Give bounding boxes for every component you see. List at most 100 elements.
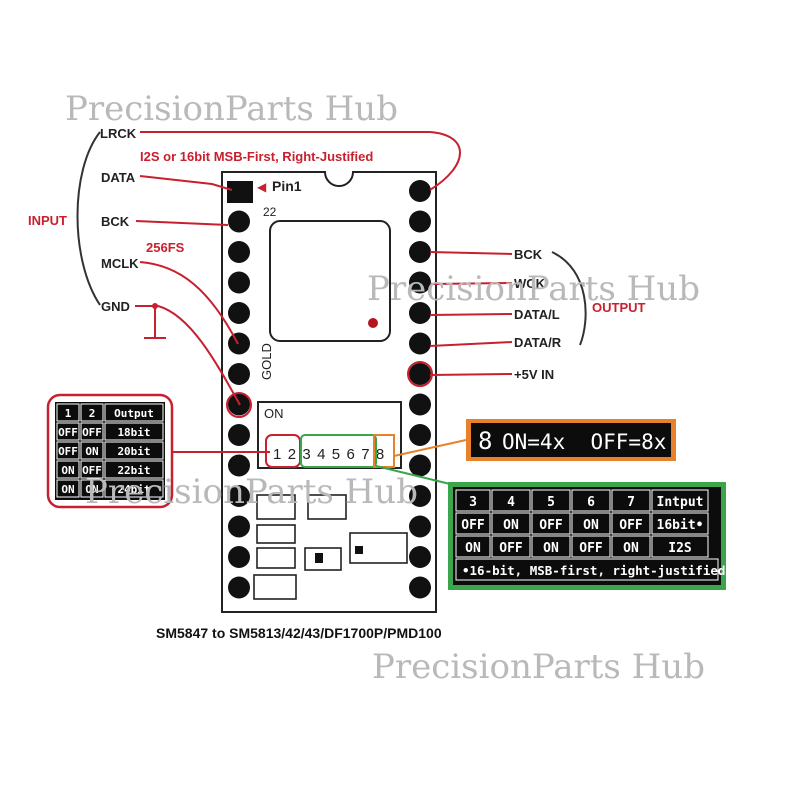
bit-table-cell [80, 460, 104, 479]
oversample-note: 8 ON=4x OFF=8x [393, 419, 676, 461]
lrck-wire [140, 131, 461, 191]
input-table-cell [531, 489, 571, 512]
smd-part-3 [256, 524, 296, 544]
pin1-square [227, 181, 253, 203]
dip-number: 4 [317, 446, 325, 463]
bit-table-text: OFF [58, 445, 78, 458]
pin-hole [409, 332, 431, 355]
bit-table-text: 24bit [117, 483, 150, 496]
out-data-r-wire [429, 341, 513, 347]
format-note: I2S or 16bit MSB-First, Right-Justified [140, 149, 373, 164]
pin-hole [409, 515, 431, 538]
input-table-text: OFF [461, 518, 485, 533]
input-table-cell [455, 512, 491, 535]
smd-part-9 [355, 546, 363, 554]
bit-table-text: ON [61, 483, 74, 496]
gnd-label: GND [101, 299, 130, 314]
bit-table-text: ON [61, 464, 74, 477]
watermark-4: PrecisionParts Hub [372, 647, 705, 687]
output-wiring [429, 251, 587, 376]
vin-label: +5V IN [514, 367, 554, 382]
bit-table-text: 18bit [117, 426, 150, 439]
pin1-label: Pin1 [272, 178, 302, 194]
watermark-1: PrecisionParts Hub [65, 89, 398, 129]
input-table-text: OFF [539, 518, 563, 533]
input-table-text: 7 [627, 495, 635, 510]
bit-table-cell [56, 403, 80, 422]
bit-table-bg [55, 402, 165, 500]
input-table-cell [651, 512, 709, 535]
pin-hole [228, 485, 250, 507]
input-table-text: 16bit• [657, 518, 704, 533]
dip-on-label: ON [264, 406, 284, 421]
smd-part-4 [256, 547, 296, 569]
out-wck-label: WCK [514, 276, 546, 291]
board-number-22: 22 [263, 205, 277, 219]
bit-table-cell [80, 479, 104, 498]
pin-hole [409, 576, 431, 599]
input-table-cell [651, 535, 709, 558]
watermark-2: PrecisionParts Hub [367, 269, 700, 309]
bit-table-cell [104, 403, 164, 422]
bit-table-cell [104, 479, 164, 498]
input-table-text: ON [543, 541, 559, 556]
bit-table-cell [56, 441, 80, 460]
input-table-text: 5 [547, 495, 555, 510]
bit-table-cell [80, 441, 104, 460]
input-table-text: 6 [587, 495, 595, 510]
pin-hole [228, 454, 250, 477]
input-table-text: OFF [499, 541, 523, 556]
vin-wire [429, 373, 513, 376]
pin-hole [409, 424, 431, 446]
pin-hole [228, 363, 250, 385]
dip-number: 2 [288, 446, 296, 463]
input-table-footnote: •16-bit, MSB-first, right-justified [462, 563, 725, 578]
lrck-label: LRCK [100, 126, 137, 141]
gold-label: GOLD [259, 343, 274, 380]
pin-hole [409, 546, 431, 568]
pin-hole [228, 576, 250, 599]
input-table-text: ON [465, 541, 481, 556]
oversample-text: ON=4x OFF=8x [502, 430, 666, 454]
dip-number: 3 [302, 446, 310, 463]
input-table-text: ON [503, 518, 519, 533]
input-table-cell [611, 535, 651, 558]
caption: SM5847 to SM5813/42/43/DF1700P/PMD100 [156, 625, 442, 641]
input-table-text: 3 [469, 495, 477, 510]
input-table-cell [571, 535, 611, 558]
input-table-cell [651, 489, 709, 512]
smd-part-1 [256, 494, 296, 520]
out-bck-label: BCK [514, 247, 543, 262]
smd-part-2 [307, 494, 347, 520]
bit-table-text: 1 [65, 407, 72, 420]
dip-number: 6 [347, 446, 355, 463]
left-pin-column [226, 210, 252, 599]
input-table-text: I2S [668, 541, 692, 556]
dip-highlight-input [300, 434, 377, 468]
pin-hole [228, 515, 250, 538]
input-group-label: INPUT [28, 213, 67, 228]
bit-table-cell [104, 422, 164, 441]
dip-number: 1 [273, 446, 281, 463]
out-wck-wire [429, 282, 513, 285]
pin-hole [228, 546, 250, 568]
ic-chip [269, 220, 391, 342]
input-table-cell [611, 512, 651, 535]
pin-hole [228, 302, 250, 324]
pin-hole [409, 363, 431, 385]
mclk-note: 256FS [146, 240, 185, 255]
bit-table-text: OFF [82, 464, 102, 477]
pin-hole [409, 454, 431, 477]
bit-table-text: 2 [89, 407, 96, 420]
gnd-pin-ring [226, 392, 252, 418]
output-bracket [551, 251, 587, 346]
bit-table-text: ON [85, 445, 98, 458]
bit-table-cell [56, 460, 80, 479]
input-table-cell [571, 489, 611, 512]
smd-part-7 [253, 574, 297, 600]
bit-table-text: ON [85, 483, 98, 496]
out-data-l-wire [429, 313, 513, 316]
pin-hole [409, 485, 431, 507]
